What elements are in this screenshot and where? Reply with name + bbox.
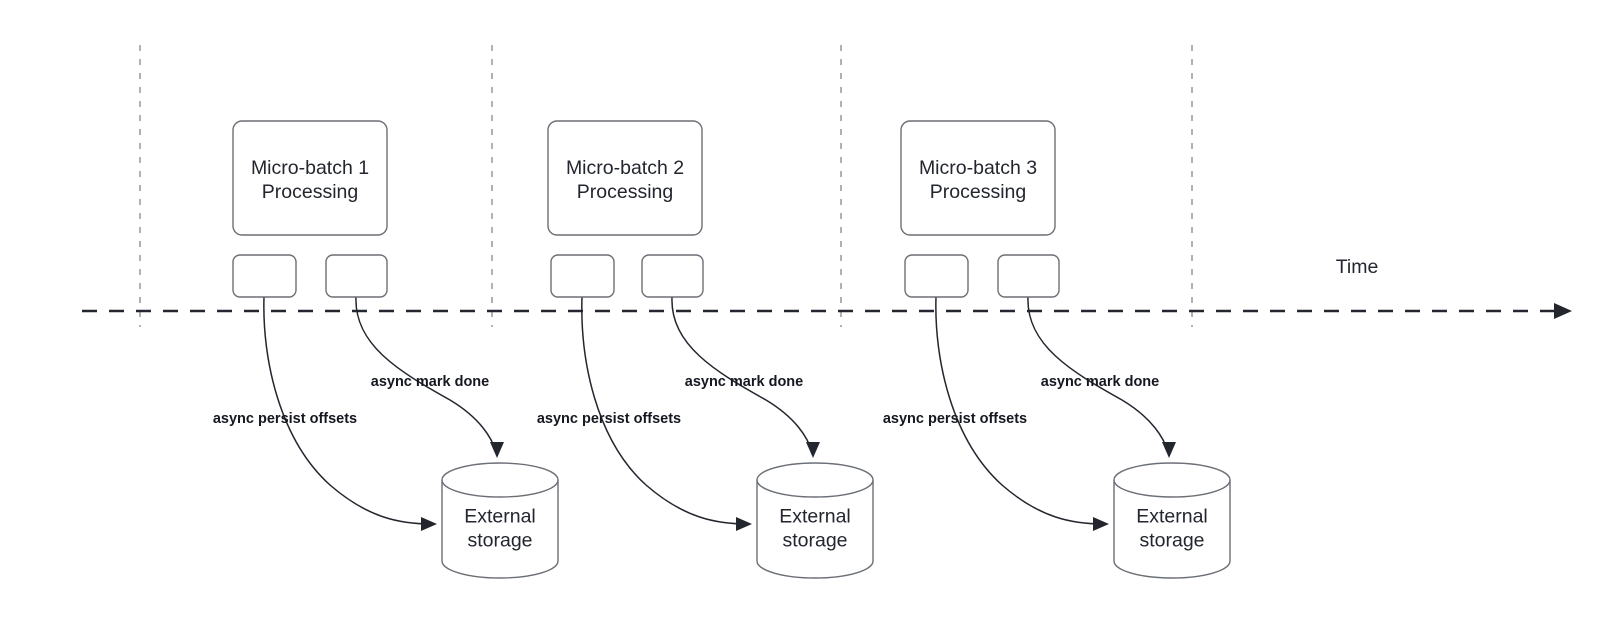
batch-boundary-ticks	[139, 45, 1193, 327]
micro-batch-label-line2: Processing	[577, 181, 673, 203]
task-box-mark[interactable]	[997, 254, 1060, 298]
async-persist-offsets-edge	[263, 296, 433, 525]
external-storage-label-line2: storage	[782, 530, 847, 552]
async-mark-done-label: async mark done	[371, 374, 489, 390]
async-mark-done-label: async mark done	[685, 374, 803, 390]
async-persist-offsets-label: async persist offsets	[883, 411, 1027, 427]
micro-batch-box[interactable]	[547, 120, 703, 236]
async-persist-offsets-arrowhead	[1093, 517, 1109, 531]
micro-batch-label-line2: Processing	[930, 181, 1026, 203]
async-mark-done-edge	[1027, 296, 1169, 453]
time-axis	[82, 303, 1572, 319]
external-storage-label-line2: storage	[1139, 530, 1204, 552]
async-persist-offsets-edge	[935, 296, 1105, 525]
task-box-mark[interactable]	[641, 254, 704, 298]
task-box-persist[interactable]	[904, 254, 969, 298]
external-storage-label-line1: External	[779, 506, 851, 528]
time-axis-arrowhead	[1554, 303, 1572, 319]
micro-batch-label-line1: Micro-batch 1	[251, 157, 369, 179]
async-persist-offsets-label: async persist offsets	[537, 411, 681, 427]
async-edges	[263, 296, 1176, 531]
time-axis-label: Time	[1336, 256, 1379, 278]
micro-batch-box[interactable]	[900, 120, 1056, 236]
micro-batch-box[interactable]	[232, 120, 388, 236]
async-mark-done-arrowhead	[806, 442, 820, 458]
task-box-persist[interactable]	[550, 254, 615, 298]
async-mark-done-edge	[355, 296, 497, 453]
async-mark-done-edge	[671, 296, 813, 453]
async-persist-offsets-arrowhead	[736, 517, 752, 531]
task-box-persist[interactable]	[232, 254, 297, 298]
async-mark-done-label: async mark done	[1041, 374, 1159, 390]
async-persist-offsets-arrowhead	[421, 517, 437, 531]
diagram-shapes	[232, 120, 1231, 579]
external-storage-cylinder-top	[441, 479, 559, 498]
external-storage-label-line1: External	[464, 506, 536, 528]
external-storage-label-line2: storage	[467, 530, 532, 552]
micro-batch-label-line2: Processing	[262, 181, 358, 203]
async-mark-done-arrowhead	[1162, 442, 1176, 458]
async-persist-offsets-edge	[581, 296, 749, 525]
external-storage-cylinder-top	[1113, 479, 1231, 498]
async-mark-done-arrowhead	[490, 442, 504, 458]
task-box-mark[interactable]	[325, 254, 388, 298]
external-storage-cylinder-top	[756, 479, 874, 498]
micro-batch-label-line1: Micro-batch 3	[919, 157, 1037, 179]
async-persist-offsets-label: async persist offsets	[213, 411, 357, 427]
micro-batch-label-line1: Micro-batch 2	[566, 157, 684, 179]
external-storage-label-line1: External	[1136, 506, 1208, 528]
